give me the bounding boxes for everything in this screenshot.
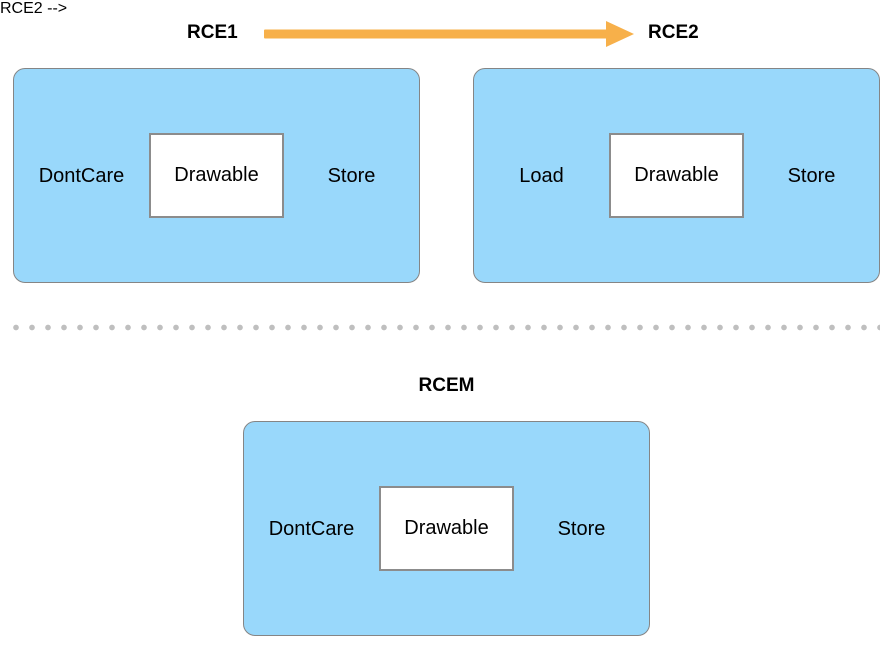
arrow-head <box>606 21 634 47</box>
drawable-box: Drawable <box>379 486 514 571</box>
drawable-label: Drawable <box>404 517 489 539</box>
store-action-label: Store <box>787 164 836 187</box>
drawable-label: Drawable <box>174 164 259 186</box>
drawable-label: Drawable <box>634 164 719 186</box>
store-action-label: Store <box>557 517 606 540</box>
drawable-box: Drawable <box>149 133 284 218</box>
encoder-box-rce1: DontCare Drawable Store <box>13 68 420 283</box>
encoder-box-rce2: Load Drawable Store <box>473 68 880 283</box>
encoder-box-rcem: DontCare Drawable Store <box>243 421 650 636</box>
arrow-shaft <box>264 29 608 39</box>
load-action-label: DontCare <box>268 517 355 540</box>
rce1-label: RCE1 <box>187 22 238 43</box>
dotted-divider <box>8 324 880 331</box>
load-action-label: Load <box>519 164 564 187</box>
store-action-label: Store <box>327 164 376 187</box>
rce2-label: RCE2 <box>648 22 699 43</box>
drawable-box: Drawable <box>609 133 744 218</box>
load-action-label: DontCare <box>38 164 125 187</box>
right-arrow-icon <box>264 21 634 47</box>
rcem-label: RCEM <box>418 375 475 396</box>
